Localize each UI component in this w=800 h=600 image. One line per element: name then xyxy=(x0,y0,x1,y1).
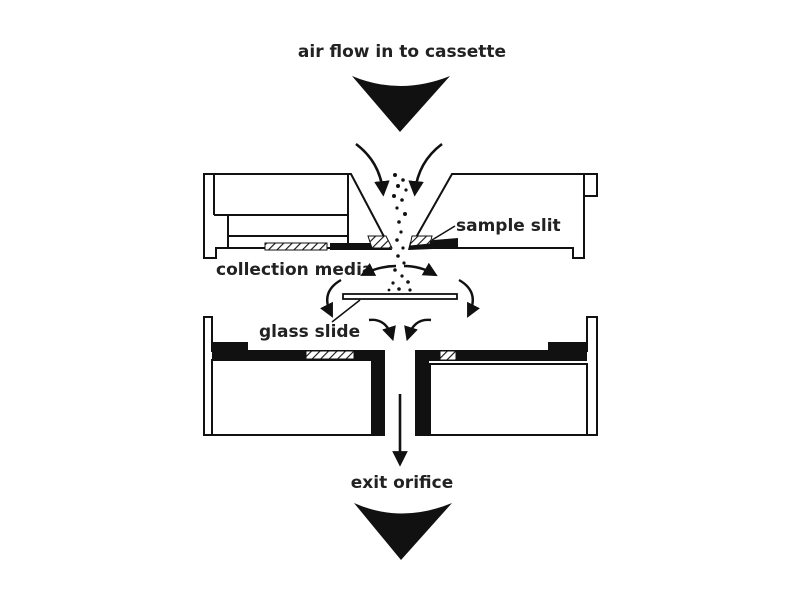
upper-right-media xyxy=(408,238,458,250)
sample-slit-label: sample slit xyxy=(456,216,561,236)
inlet-label: air flow in to cassette xyxy=(298,42,506,62)
lower-right-rim xyxy=(416,351,587,361)
upper-cassette-right xyxy=(408,173,598,259)
upper-left-hatch xyxy=(264,242,328,251)
collection-media-label: collection media xyxy=(216,260,373,280)
upper-left-slit-edge xyxy=(367,235,393,249)
particle-stream xyxy=(387,173,412,292)
lower-left-wall xyxy=(372,351,384,435)
exit-arrow-icon xyxy=(354,503,452,560)
flow-arrows-in xyxy=(355,142,443,197)
slit-leader-line xyxy=(431,225,456,241)
lower-left-hatch xyxy=(305,350,355,360)
lower-right-wall xyxy=(416,351,429,435)
lower-cassette-right xyxy=(415,316,598,436)
lower-left-dark-band xyxy=(212,342,248,351)
lower-left-rim xyxy=(212,351,384,359)
glass-slide-label: glass slide xyxy=(259,322,360,342)
lower-right-dark-band xyxy=(548,342,587,351)
inlet-arrow-icon xyxy=(352,76,450,132)
upper-right-slit-edge xyxy=(409,235,433,247)
glass-slide xyxy=(342,293,458,300)
flow-arrows-deflect xyxy=(320,262,480,342)
exit-orifice-label: exit orifice xyxy=(351,473,453,493)
lower-right-hatch xyxy=(439,350,457,361)
glass-slide-leader-line xyxy=(331,299,361,323)
